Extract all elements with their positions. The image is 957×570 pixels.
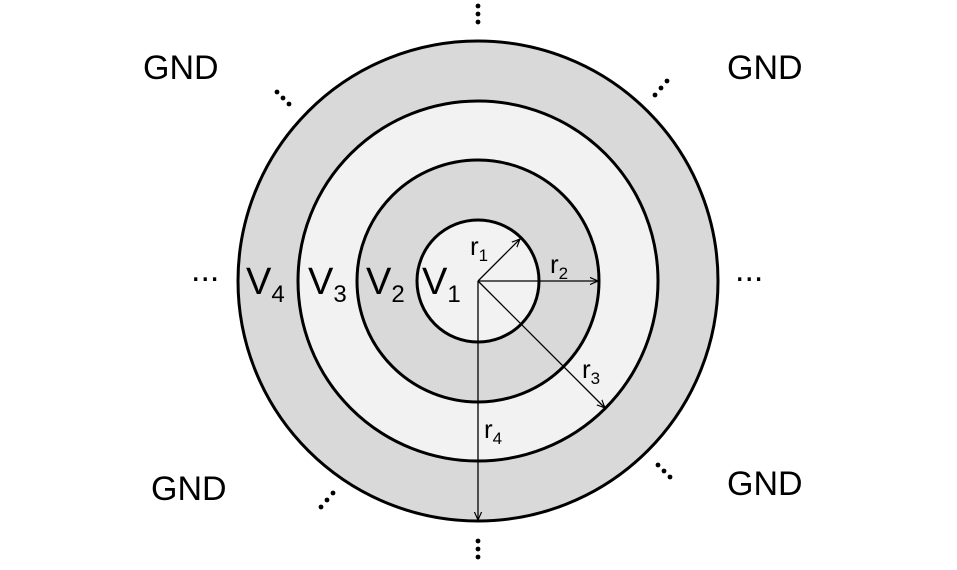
gnd-label-top-right: GND	[727, 49, 803, 87]
ellipsis-lower-left	[318, 490, 336, 510]
ellipsis-top	[475, 3, 481, 25]
ellipsis-right: ...	[735, 251, 763, 289]
ellipsis-bottom	[475, 538, 481, 560]
ellipsis-upper-right	[652, 78, 670, 98]
ellipsis-lower-right	[655, 462, 673, 480]
voltage-label-2: V2	[366, 261, 405, 308]
radius-3-arrow	[477, 280, 605, 408]
radius-label-3: r3	[582, 354, 600, 388]
voltage-label-4: V4	[246, 261, 285, 308]
radius-label-4: r4	[484, 414, 502, 448]
radius-1-arrow	[477, 239, 520, 282]
ellipsis-upper-left	[274, 89, 292, 107]
gnd-label-top-left: GND	[143, 49, 219, 87]
gnd-label-bottom-right: GND	[727, 465, 803, 503]
radius-label-2: r2	[550, 249, 568, 283]
voltage-label-3: V3	[308, 261, 347, 308]
voltage-label-1: V1	[422, 261, 461, 308]
ellipsis-left: ...	[191, 251, 219, 289]
radius-label-1: r1	[470, 231, 488, 265]
gnd-label-bottom-left: GND	[151, 470, 227, 508]
